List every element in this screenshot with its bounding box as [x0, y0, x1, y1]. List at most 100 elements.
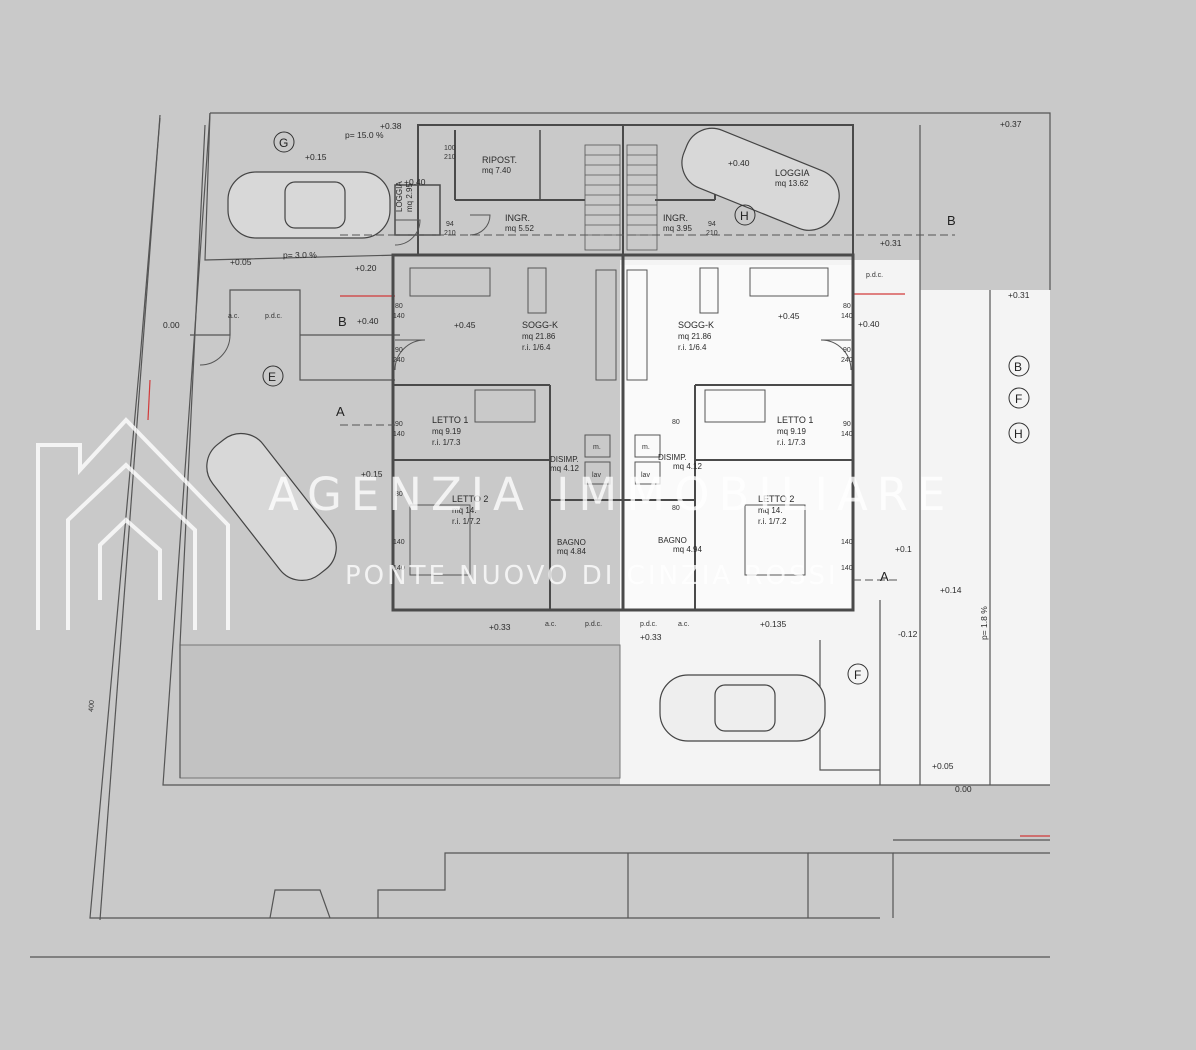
dimension-label: 90 [843, 347, 851, 354]
dimension-label: 210 [444, 154, 456, 161]
section-mark: B [947, 213, 956, 228]
watermark-subtitle: PONTE NUOVO DI CINZIA ROSSI [345, 561, 839, 591]
dimension-label: 210 [444, 230, 456, 237]
elevation-label: +0.40 [728, 158, 750, 168]
room-name: LETTO 2 [452, 494, 488, 504]
elevation-label: +0.15 [305, 152, 327, 162]
room-name: SOGG-K [522, 320, 558, 330]
room-area: mq 4.84 [557, 547, 586, 556]
lav-label: lav [641, 472, 650, 479]
car-1 [227, 171, 391, 239]
pdc-label: p.d.c. [585, 621, 602, 628]
pdc-label: p.d.c. [640, 621, 657, 628]
elevation-label: +0.40 [858, 319, 880, 329]
room-area: mq 14. [452, 506, 476, 515]
room-name: BAGNO [658, 536, 687, 545]
elevation-label: +0.1 [895, 544, 912, 554]
elevation-label: -0.12 [898, 629, 918, 639]
ac-label: a.c. [228, 313, 239, 320]
slope-label: p= 15.0 % [345, 130, 384, 140]
building-walls [391, 124, 855, 612]
elevation-label: +0.45 [778, 311, 800, 321]
room-area: mq 21.86 [678, 332, 712, 341]
pdc-label: p.d.c. [265, 313, 282, 320]
room-ri: r.i. 1/6.4 [522, 343, 551, 352]
dimension-label: 90 [395, 421, 403, 428]
zone-tag-h: H [740, 209, 749, 223]
room-area: mq 9.19 [777, 427, 806, 436]
car-3 [206, 432, 337, 581]
dimension-label: 80 [672, 505, 680, 512]
zone-tag-b: B [1014, 360, 1022, 374]
stairs [584, 144, 658, 251]
m-label: m. [642, 444, 650, 451]
dimension-label: 140 [393, 431, 405, 438]
dimension-label: 140 [841, 565, 853, 572]
elevation-label: 0.00 [163, 320, 180, 330]
zone-tag-f: F [854, 668, 861, 682]
dimension-label: 80 [843, 303, 851, 310]
elevation-label: +0.31 [1008, 290, 1030, 300]
room-name: LETTO 2 [758, 494, 794, 504]
ac-label: a.c. [678, 621, 689, 628]
room-name: LETTO 1 [777, 415, 813, 425]
section-lines [340, 234, 955, 581]
elevation-label: +0.40 [404, 177, 426, 187]
room-area: mq 5.52 [505, 224, 534, 233]
room-name: SOGG-K [678, 320, 714, 330]
car-2 [681, 127, 840, 231]
dimension-label: 80 [395, 303, 403, 310]
dimension-label: 90 [843, 421, 851, 428]
section-mark: B [338, 314, 347, 329]
car-4 [659, 674, 826, 742]
room-ri: r.i. 1/7.2 [758, 517, 787, 526]
room-name: LOGGIA [395, 181, 404, 212]
elevation-label: +0.31 [880, 238, 902, 248]
elevation-label: +0.45 [454, 320, 476, 330]
dimension-label: 100 [444, 145, 456, 152]
elevation-label: 0.00 [955, 784, 972, 794]
room-area: mq 4.12 [673, 462, 702, 471]
dimension-label: 140 [393, 539, 405, 546]
dimension-label: 240 [393, 357, 405, 364]
dimension-label: 210 [706, 230, 718, 237]
watermark-title: AGENZIA IMMOBILIARE [268, 468, 954, 521]
room-area: mq 3.95 [663, 224, 692, 233]
room-name: DISIMP. [658, 453, 687, 462]
watermark-logo [36, 417, 230, 630]
elevation-label: +0.40 [357, 316, 379, 326]
red-accents [147, 293, 1050, 837]
room-name: INGR. [505, 213, 530, 223]
room-area: mq 14. [758, 506, 782, 515]
room-name: LOGGIA [775, 168, 810, 178]
room-name: LETTO 1 [432, 415, 468, 425]
slope-label: p= 3.0 % [283, 250, 317, 260]
elevation-label: +0.33 [640, 632, 662, 642]
room-name: INGR. [663, 213, 688, 223]
room-ri: r.i. 1/7.3 [432, 438, 461, 447]
zone-tag-e: E [268, 370, 276, 384]
dimension-label: 80 [395, 491, 403, 498]
site-boundaries [30, 112, 1051, 958]
zone-tags [262, 131, 1030, 685]
dimension-label: 400 [88, 700, 96, 712]
room-ri: r.i. 1/7.3 [777, 438, 806, 447]
zone-tag-h: H [1014, 427, 1023, 441]
room-ri: r.i. 1/7.2 [452, 517, 481, 526]
room-area: mq 4.12 [550, 464, 579, 473]
ac-label: a.c. [545, 621, 556, 628]
elevation-label: +0.05 [230, 257, 252, 267]
elevation-label: +0.37 [1000, 119, 1022, 129]
dimension-label: 140 [841, 539, 853, 546]
dimension-label: 94 [708, 221, 716, 228]
room-area: mq 4.94 [673, 545, 702, 554]
room-area: mq 7.40 [482, 166, 511, 175]
elevation-label: +0.38 [380, 121, 402, 131]
section-mark: A [336, 404, 345, 419]
room-area: mq 13.62 [775, 179, 809, 188]
dimension-label: 94 [446, 221, 454, 228]
room-area: mq 2.95 [405, 183, 414, 212]
elevation-label: +0.20 [355, 263, 377, 273]
highlighted-unit [620, 265, 852, 610]
